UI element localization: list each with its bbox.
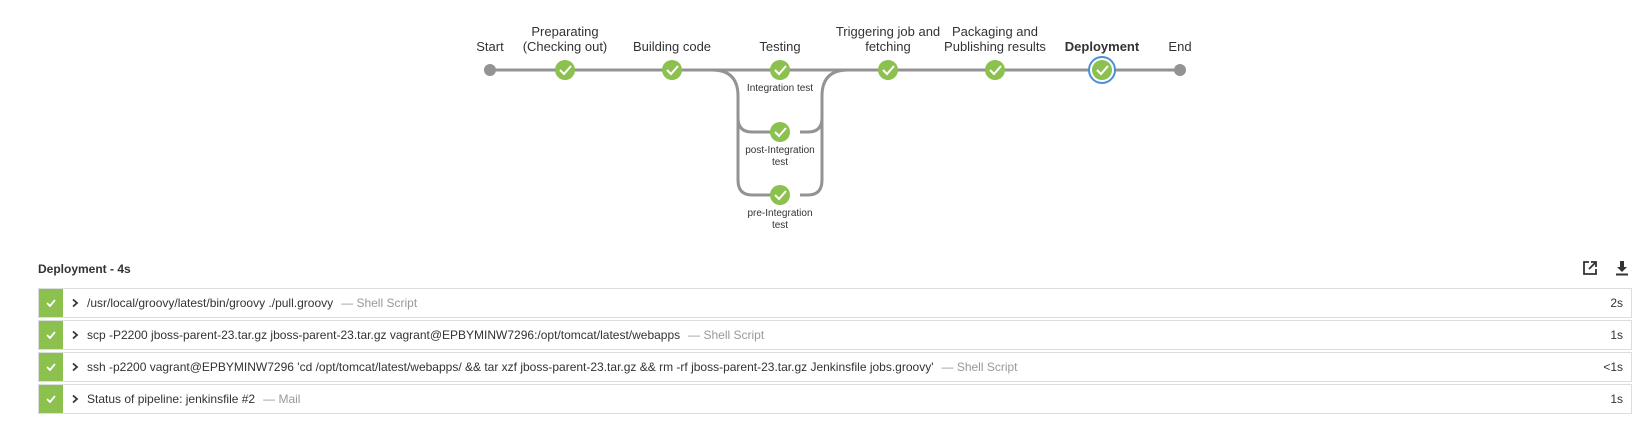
check-icon [559,65,572,76]
step-type: — Shell Script [941,360,1018,374]
stage-node-triggering[interactable] [878,60,898,80]
check-icon [46,395,56,404]
chevron-right-icon[interactable] [63,362,87,372]
stage-label-end: End [1168,39,1192,54]
stage-node-deployment[interactable] [1088,56,1116,84]
step-row-3[interactable]: ssh -p2200 vagrant@EPBYMINW7296 'cd /opt… [38,352,1632,382]
step-row-2[interactable]: scp -P2200 jboss-parent-23.tar.gz jboss-… [38,320,1632,350]
stage-label-building: Building code [632,39,712,54]
step-command: Status of pipeline: jenkinsfile #2 [87,392,256,406]
download-icon[interactable] [1612,258,1632,278]
step-duration: 1s [1610,328,1623,342]
step-type: — Shell Script [688,328,765,342]
open-external-icon[interactable] [1580,258,1600,278]
check-icon [46,331,56,340]
stage-label-packaging: Packaging and Publishing results [944,24,1046,54]
stage-node-start[interactable] [484,64,496,76]
check-icon [989,65,1002,76]
step-duration: 2s [1610,296,1623,310]
step-command: ssh -p2200 vagrant@EPBYMINW7296 'cd /opt… [87,360,934,374]
stage-node-packaging[interactable] [985,60,1005,80]
stage-label-deployment: Deployment [1064,39,1140,54]
branch-node-post-integration[interactable] [770,122,790,142]
pipeline-connectors [490,68,1180,197]
step-row-1[interactable]: /usr/local/groovy/latest/bin/groovy ./pu… [38,288,1632,318]
check-icon [774,65,787,76]
stage-label-start: Start [476,39,504,54]
branch-label-post-integration: post-Integration test [745,145,815,168]
step-status-success [39,385,63,413]
step-row-4[interactable]: Status of pipeline: jenkinsfile #2 — Mai… [38,384,1632,414]
check-icon [666,65,679,76]
detail-title: Deployment - 4s [38,262,131,276]
stage-label-preparating: Preparating (Checking out) [522,24,608,54]
step-status-success [39,353,63,381]
step-list: /usr/local/groovy/latest/bin/groovy ./pu… [38,288,1632,416]
pipeline-graph-svg [484,56,1186,205]
step-type: — Mail [263,392,301,406]
pipeline-graph: Start Preparating (Checking out) Buildin… [476,24,1192,231]
step-status-success [39,289,63,317]
chevron-right-icon[interactable] [63,330,87,340]
step-type: — Shell Script [341,296,418,310]
stage-label-triggering: Triggering job and fetching [835,24,941,54]
check-icon [46,363,56,372]
stage-node-building[interactable] [662,60,682,80]
stage-label-testing: Testing [759,39,801,54]
step-duration: 1s [1610,392,1623,406]
check-icon [882,65,895,76]
chevron-right-icon[interactable] [63,394,87,404]
stage-node-end[interactable] [1174,64,1186,76]
step-duration: <1s [1603,360,1623,374]
step-status-success [39,321,63,349]
stage-node-preparating[interactable] [555,60,575,80]
check-icon [1096,65,1109,76]
branch-label-integration: Integration test [746,83,814,94]
chevron-right-icon[interactable] [63,298,87,308]
check-icon [774,190,787,201]
branch-node-pre-integration[interactable] [770,185,790,205]
check-icon [46,299,56,308]
stage-node-testing[interactable] [770,60,790,80]
detail-actions [1580,258,1632,278]
step-command: scp -P2200 jboss-parent-23.tar.gz jboss-… [87,328,681,342]
step-command: /usr/local/groovy/latest/bin/groovy ./pu… [87,296,334,310]
branch-label-pre-integration: pre-Integration test [747,208,813,231]
check-icon [774,127,787,138]
